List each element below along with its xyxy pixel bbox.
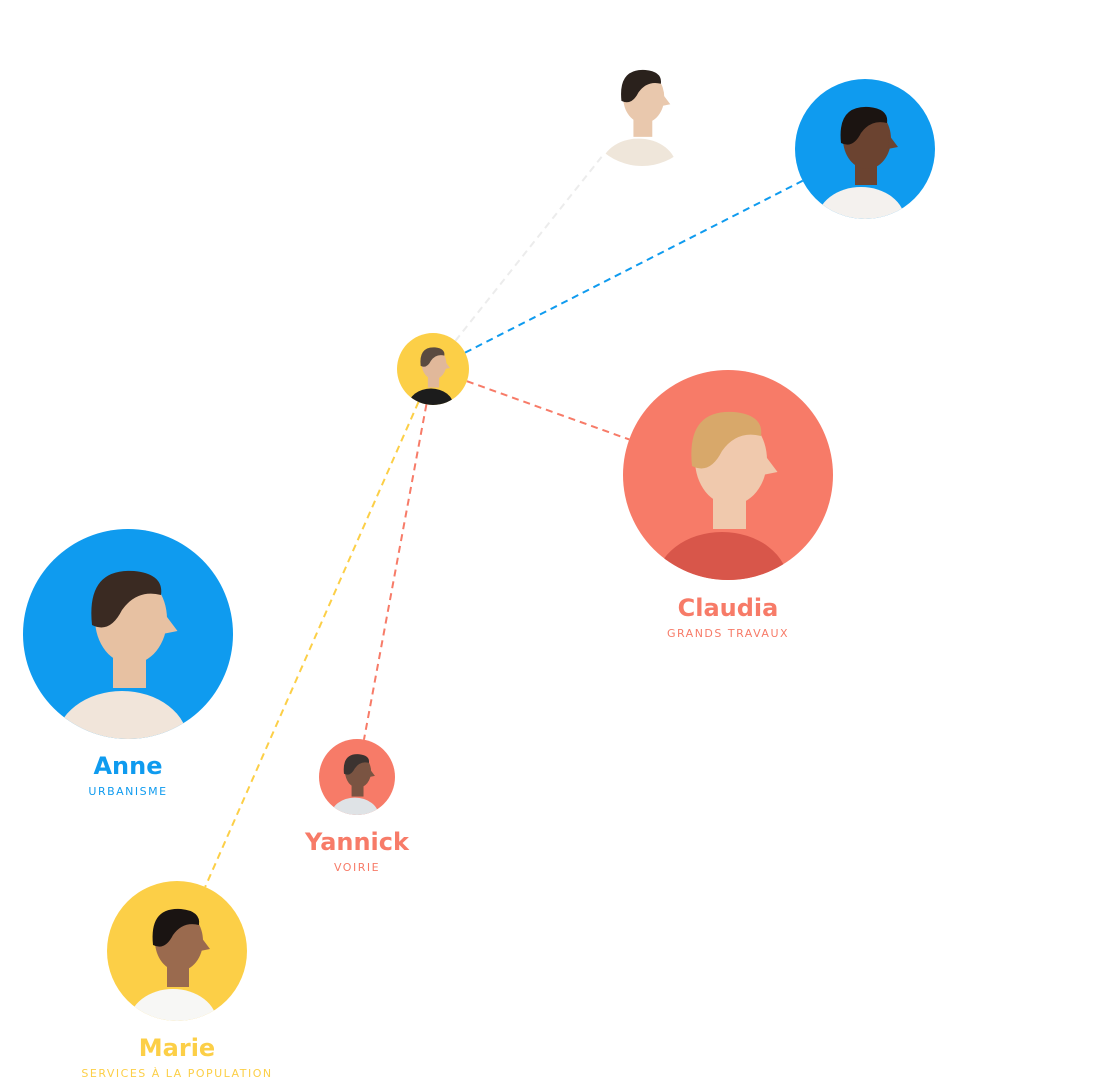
anne-role: URBANISME: [88, 785, 168, 798]
link-center-hub-to-claudia: [466, 380, 630, 441]
person-profile-photo: [129, 908, 217, 1021]
person-profile-photo: [56, 570, 188, 739]
link-center-hub-to-unnamed-top-right: [464, 179, 804, 354]
claudia-name: Claudia: [677, 594, 779, 622]
avatar-unnamed-top-right[interactable]: [795, 79, 935, 255]
anne-name: Anne: [93, 752, 163, 780]
person-profile-photo: [600, 69, 677, 166]
yannick-name: Yannick: [305, 828, 409, 856]
person-profile-photo: [330, 754, 379, 815]
marie-name: Marie: [138, 1034, 216, 1062]
avatar-claudia[interactable]: [623, 370, 833, 634]
people-nodes: [23, 46, 935, 1057]
avatar-center-hub[interactable]: [397, 333, 469, 424]
person-profile-photo: [817, 106, 905, 219]
avatar-marie[interactable]: [107, 881, 247, 1057]
avatar-anne[interactable]: [23, 529, 233, 793]
link-center-hub-to-yannick: [362, 404, 428, 740]
person-profile-photo: [408, 347, 454, 405]
marie-role: SERVICES À LA POPULATION: [81, 1067, 273, 1080]
person-profile-photo: [656, 411, 788, 580]
avatar-unnamed-top[interactable]: [582, 46, 702, 197]
yannick-role: VOIRIE: [333, 861, 381, 874]
avatar-yannick[interactable]: [319, 739, 395, 835]
link-center-hub-to-unnamed-top: [454, 152, 606, 342]
link-center-hub-to-marie: [204, 401, 420, 888]
claudia-role: GRANDS TRAVAUX: [666, 627, 790, 640]
connections: [204, 152, 804, 888]
